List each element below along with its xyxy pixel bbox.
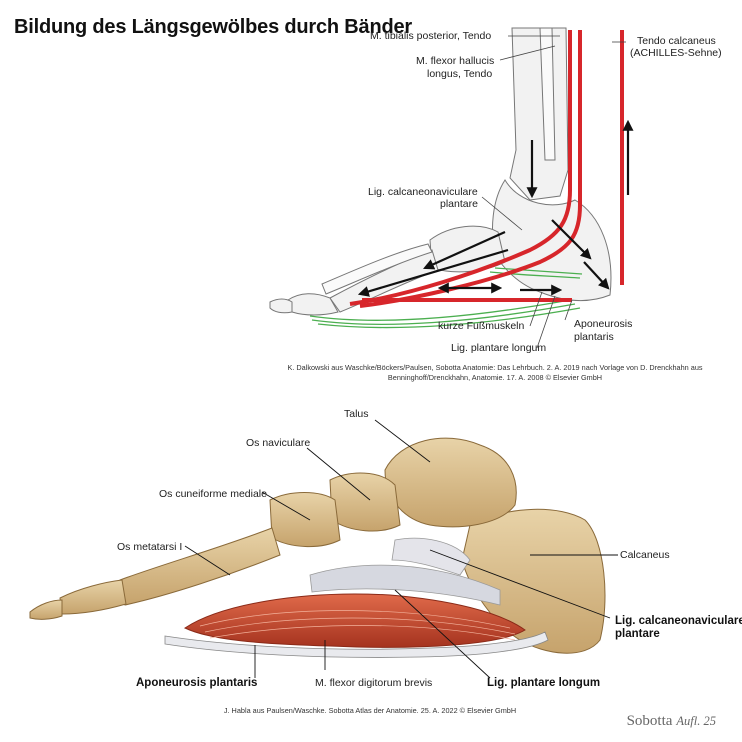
skeleton-outline-top [269, 27, 612, 316]
leader-lines-bottom [184, 419, 618, 679]
label-os-naviculare: Os naviculare [246, 437, 311, 449]
label-tendo-calcaneus-1: Tendo calcaneus [637, 35, 716, 47]
ligaments-bottom [309, 537, 501, 606]
aponeurosis-band [164, 631, 549, 658]
muscle-fibres [199, 610, 516, 641]
plantar-ligaments-top [309, 267, 583, 329]
label-tendo-calcaneus-2: (ACHILLES-Sehne) [630, 47, 722, 59]
brand-name: Sobotta [626, 713, 673, 729]
leader-lines-top [481, 35, 626, 349]
label-calcaneus: Calcaneus [620, 549, 670, 561]
credit-top-1: K. Dalkowski aus Waschke/Böckers/Paulsen… [287, 363, 703, 372]
label-flexor-hallucis-1: M. flexor hallucis [416, 55, 495, 67]
label-flexor-digitorum: M. flexor digitorum brevis [315, 677, 433, 689]
label-kurze-fussmuskeln: kurze Fußmuskeln [438, 320, 525, 332]
credit-top-2: Benninghoff/Drenckhahn, Anatomie. 17. A.… [387, 373, 603, 382]
tendons-top [349, 30, 624, 308]
flexor-digitorum-muscle [183, 593, 526, 648]
brand-edition: Aufl. 25 [676, 714, 716, 728]
label-os-cuneiforme: Os cuneiforme mediale [159, 488, 267, 500]
label-lig-calc-nav-2: plantare [615, 628, 660, 640]
label-talus: Talus [344, 408, 369, 420]
label-plantare-longum-top: Lig. plantare longum [451, 342, 547, 354]
label-tibialis-posterior: M. tibialis posterior, Tendo [370, 30, 492, 42]
label-os-metatarsi: Os metatarsi I [117, 541, 183, 553]
credit-bottom: J. Habla aus Paulsen/Waschke. Sobotta At… [223, 706, 517, 715]
label-lig-calc-nav-1: Lig. calcaneonaviculare [615, 615, 742, 627]
label-flexor-hallucis-2: longus, Tendo [427, 68, 493, 80]
label-lig-plantare-longum: Lig. plantare longum [487, 677, 601, 689]
force-arrows-top [357, 119, 634, 297]
label-calcaneonavicular-2: plantare [440, 198, 478, 210]
label-aponeurosis-2: plantaris [574, 331, 614, 343]
label-aponeurosis-1: Aponeurosis [574, 318, 633, 330]
label-calcaneonavicular-1: Lig. calcaneonaviculare [368, 186, 478, 198]
page-title: Bildung des Längsgewölbes durch Bänder [14, 16, 413, 38]
label-aponeurosis-plantaris: Aponeurosis plantaris [136, 677, 258, 689]
